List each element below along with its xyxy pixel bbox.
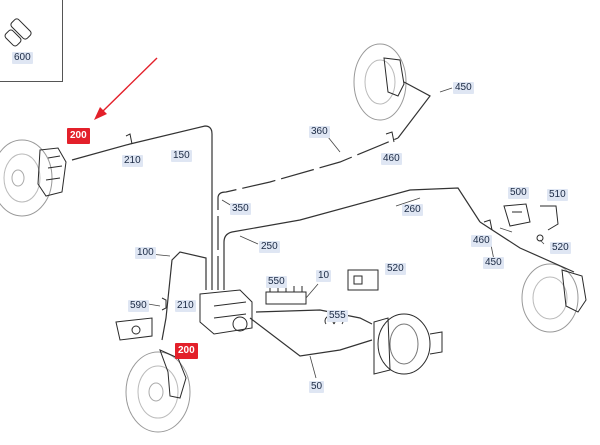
red-pointer-arrow-icon — [94, 57, 158, 120]
brake-lines — [71, 81, 575, 357]
part-500-clip-icon — [503, 203, 531, 227]
front-left-brake-disc-icon — [0, 139, 67, 217]
label-500: 500 — [508, 187, 529, 199]
part-550-clips-icon — [265, 286, 307, 305]
label-450b: 450 — [483, 257, 504, 269]
clip-460-lower-icon — [483, 219, 493, 231]
label-520b: 520 — [385, 263, 406, 275]
line-50 — [249, 317, 373, 357]
label-555: 555 — [327, 310, 348, 322]
label-550: 550 — [266, 276, 287, 288]
label-200-highlight: 200 — [67, 128, 90, 144]
label-50: 50 — [309, 381, 325, 393]
front-right-brake-disc-icon — [125, 349, 191, 433]
label-210: 210 — [122, 155, 143, 167]
line-260 — [223, 187, 481, 290]
part-590-caliper-bracket-icon — [115, 317, 153, 341]
label-200b-highlight: 200 — [175, 343, 198, 359]
label-590: 590 — [128, 300, 149, 312]
label-10: 10 — [316, 270, 332, 282]
inset-panel — [0, 0, 63, 82]
label-360: 360 — [309, 126, 330, 138]
label-150: 150 — [171, 150, 192, 162]
label-100: 100 — [135, 247, 156, 259]
label-520: 520 — [550, 242, 571, 254]
abs-hydraulic-unit-icon — [199, 289, 253, 335]
label-250: 250 — [259, 241, 280, 253]
clip-460-upper-icon — [385, 131, 395, 143]
label-260: 260 — [402, 204, 423, 216]
label-210b: 210 — [175, 300, 196, 312]
part-520-bracket-icon — [347, 269, 379, 291]
line-10 — [255, 309, 373, 325]
part-520-fitting-icon — [536, 234, 544, 242]
clip-210-lower-icon — [161, 297, 167, 311]
line-100 — [161, 251, 207, 341]
rear-upper-brake-disc-icon — [353, 43, 407, 121]
label-460: 460 — [381, 153, 402, 165]
label-510: 510 — [547, 189, 568, 201]
label-350: 350 — [230, 203, 251, 215]
brake-booster-icon — [373, 313, 443, 375]
label-450: 450 — [453, 82, 474, 94]
part-510-bracket-icon — [540, 205, 559, 231]
part-600-tube-icon — [4, 18, 32, 47]
rear-lower-brake-disc-icon — [521, 263, 587, 333]
line-150 — [71, 125, 213, 290]
label-600: 600 — [12, 52, 33, 64]
label-460b: 460 — [471, 235, 492, 247]
clip-210-upper-icon — [125, 133, 133, 145]
